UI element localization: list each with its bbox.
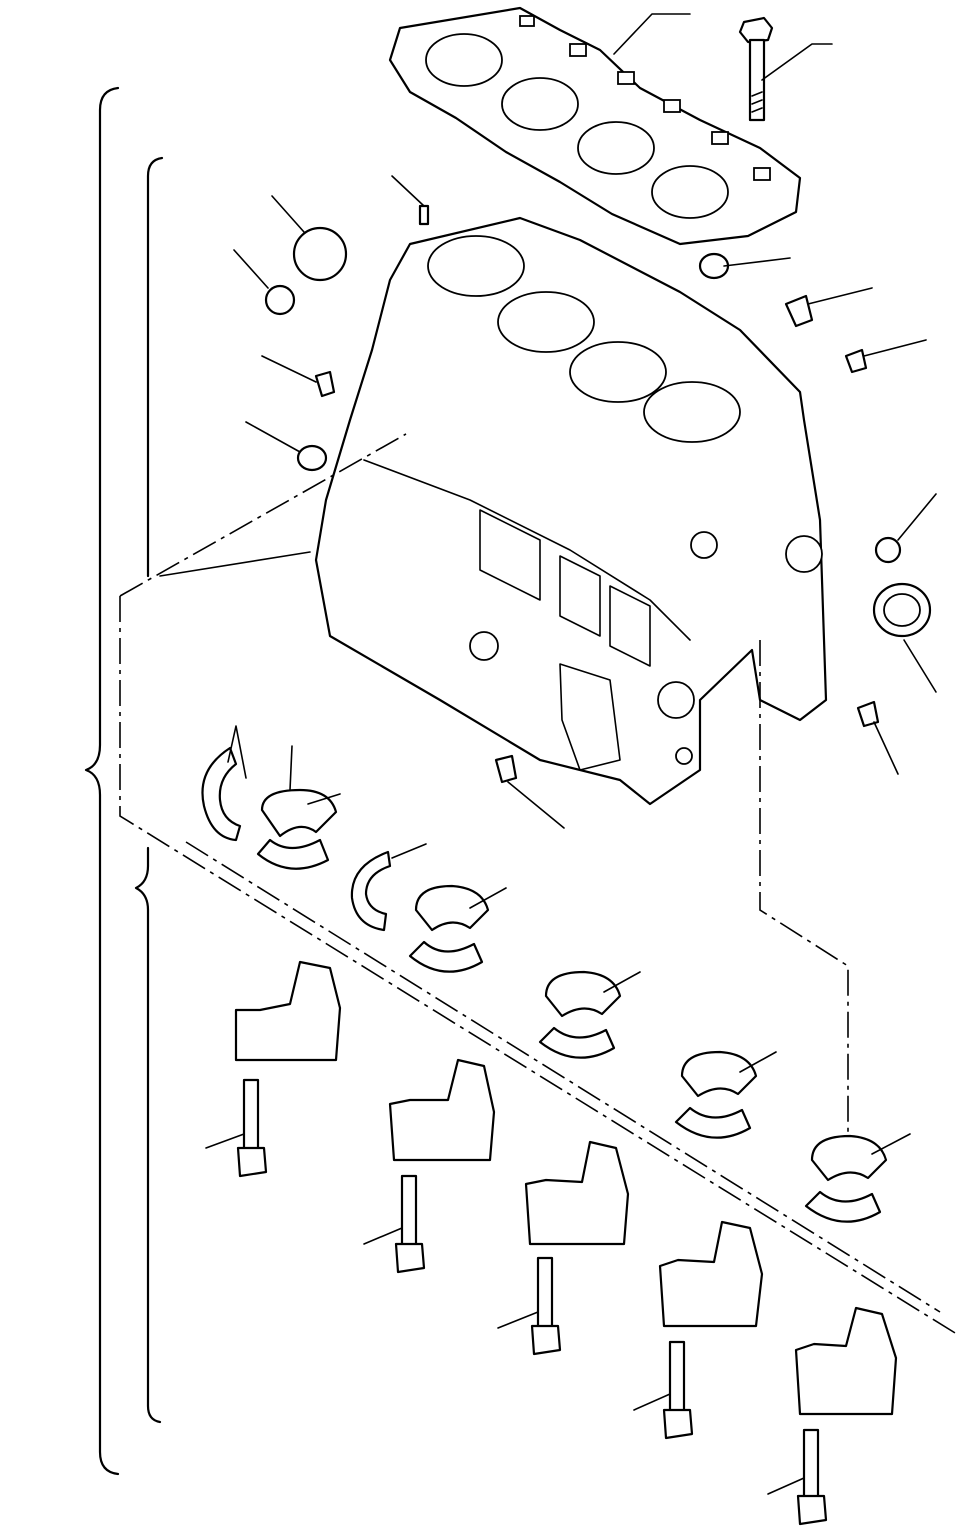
thrust-washer-1 — [201, 746, 242, 842]
large-bushing — [872, 582, 932, 638]
bearing-shell-2 — [408, 884, 490, 973]
bearing-cap-4 — [658, 1220, 764, 1328]
bearing-shell-1 — [256, 788, 338, 870]
pipe-plug-bottom-leader — [507, 781, 565, 829]
pipe-plug-lower-right-leader — [873, 721, 899, 775]
oil-seal-left-leader — [245, 421, 301, 453]
bearing-shell-3 — [538, 970, 622, 1059]
cap-bolt-3-leader — [497, 1311, 539, 1329]
bearing-cap-1 — [234, 960, 342, 1062]
bolt-leader — [761, 43, 833, 81]
large-bushing-leader — [903, 639, 937, 693]
bearing-4-leader — [739, 1051, 777, 1073]
head-gasket — [388, 6, 802, 246]
bearing-1-leader — [289, 745, 341, 805]
pipe-plug-lower-right — [856, 700, 880, 728]
bearing-cap-5 — [794, 1306, 898, 1416]
thrust-1-leader — [227, 725, 247, 779]
cap-bolt-2-leader — [363, 1227, 403, 1245]
plug-top-right-leader — [723, 257, 791, 267]
cap-bolt-1 — [236, 1078, 268, 1178]
dowel-leader — [391, 175, 425, 207]
bearing-cap-2 — [388, 1058, 496, 1162]
pipe-plug-left — [314, 370, 336, 398]
head-bolt — [738, 16, 774, 122]
cap-bolt-3 — [530, 1256, 562, 1356]
cylinder-block — [314, 216, 828, 806]
block-group-brace — [146, 156, 164, 578]
thrust-washer-2 — [350, 850, 392, 932]
cap-group-brace — [134, 846, 162, 1424]
bearing-shell-4 — [674, 1050, 758, 1139]
cap-bolt-5-leader — [767, 1477, 805, 1495]
outer-group-brace — [84, 86, 120, 1476]
small-bushing-leader — [897, 493, 937, 541]
large-expansion-plug — [292, 226, 348, 282]
centerline-upper-top — [119, 433, 407, 597]
centerline-block-down — [759, 640, 849, 1140]
small-plug-leader — [233, 249, 269, 289]
oil-seal-left — [296, 444, 328, 472]
cap-bolt-2 — [394, 1174, 426, 1274]
centerline-upper — [119, 596, 961, 1337]
block-leader-line — [159, 551, 311, 577]
bearing-shell-5 — [804, 1134, 888, 1223]
small-expansion-plug — [264, 284, 296, 316]
pipe-plug-right — [784, 294, 814, 328]
pipe-plug-bottom — [494, 754, 518, 784]
pipe-plug-right-2 — [844, 348, 868, 374]
bearing-3-leader — [603, 971, 641, 993]
cap-bolt-1-leader — [205, 1133, 245, 1149]
dowel-pin — [418, 204, 430, 226]
pipe-plug-right-2-leader — [863, 339, 927, 357]
centerline-lower — [185, 841, 941, 1313]
cap-bolt-4-leader — [633, 1393, 671, 1411]
gasket-leader — [613, 13, 691, 55]
large-plug-leader — [271, 195, 305, 233]
bearing-5-leader — [871, 1133, 911, 1155]
thrust-2-leader — [391, 843, 427, 859]
cap-bolt-4 — [662, 1340, 694, 1440]
small-bushing — [874, 536, 902, 564]
pipe-plug-left-leader — [261, 355, 317, 383]
cap-bolt-5 — [796, 1428, 828, 1526]
bearing-cap-3 — [524, 1140, 630, 1246]
bearing-2-leader — [469, 887, 507, 909]
pipe-plug-right-leader — [807, 287, 873, 305]
